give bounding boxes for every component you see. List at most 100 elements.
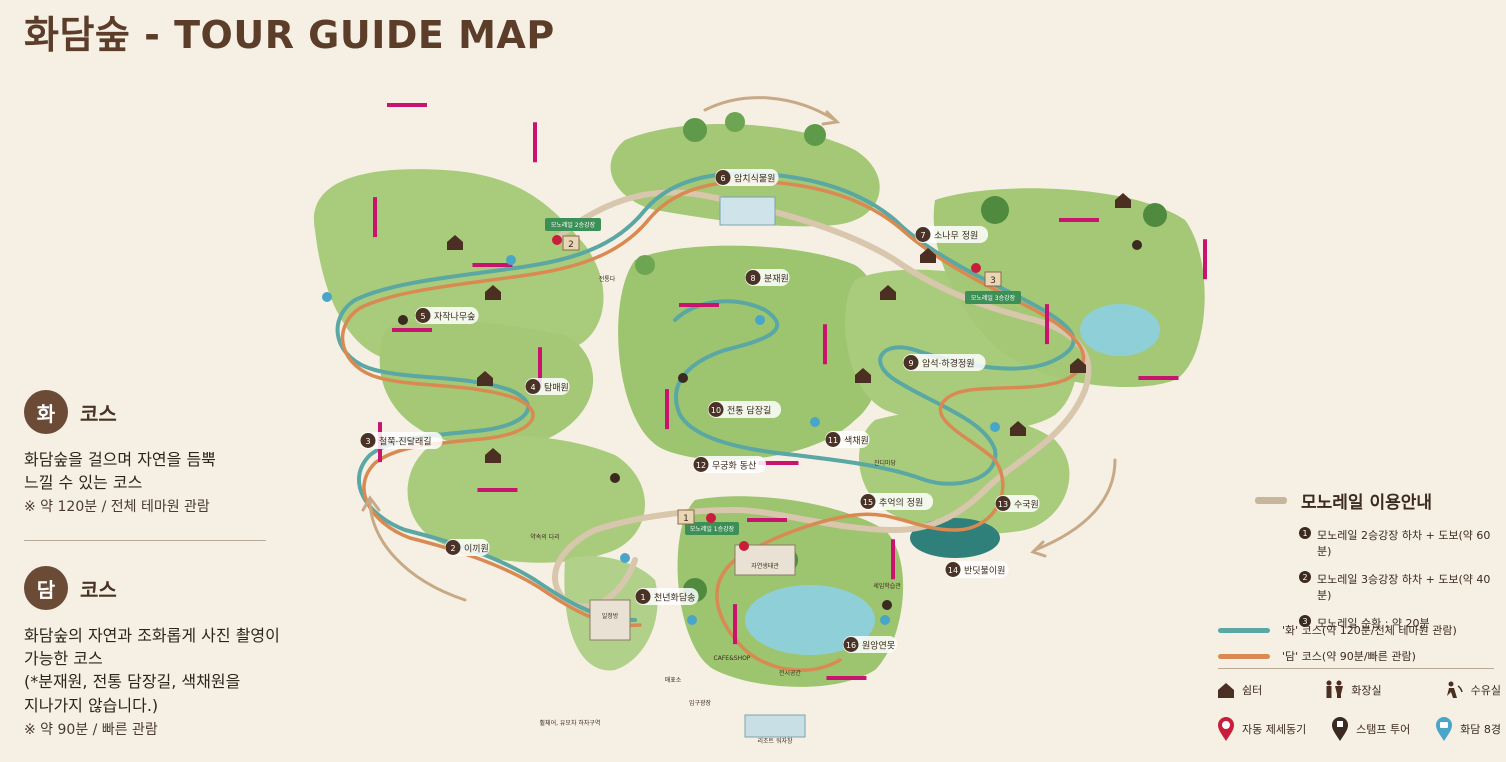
garden-label-7[interactable]: 7 소나무 정원	[915, 226, 988, 243]
garden-name: 전통 담장길	[727, 405, 771, 417]
station-2-number: 2	[568, 240, 574, 250]
garden-number-badge	[945, 562, 961, 577]
garden-number-badge	[360, 433, 376, 448]
garden-number: 13	[998, 500, 1008, 509]
garden-label-pill	[693, 456, 766, 473]
station-1-number: 1	[683, 514, 689, 524]
legend-stamp: 스탬프 투어	[1330, 716, 1410, 742]
legend-defibrillator: 자동 제세동기	[1216, 716, 1306, 742]
garden-name: 암석·하경정원	[922, 358, 975, 370]
learning-hall-label: 세입학습관	[873, 582, 901, 590]
garden-number-badge	[903, 355, 919, 370]
garden-label-pill	[635, 588, 699, 605]
facility-icon-legend: 쉼터 화장실 수유실 자동 제세동기 스탬프 투어 화담 8경	[1216, 680, 1501, 758]
garden-number-badge	[415, 308, 431, 323]
hwa-course-description: 화담숲을 걸으며 자연을 듬뿍 느낄 수 있는 코스	[24, 450, 216, 493]
garden-label-9[interactable]: 9 암석·하경정원	[903, 354, 986, 371]
garden-label-pill	[860, 493, 933, 510]
hwa-course-note: ※ 약 120분 / 전체 테마원 관람	[24, 499, 210, 516]
legend-8-view: 화담 8경	[1434, 716, 1501, 742]
garden-name: 소나무 정원	[934, 231, 978, 242]
garden-label-pill	[915, 226, 988, 243]
monorail-track	[552, 189, 1092, 610]
garden-number-badge	[693, 457, 709, 472]
shelter-icon	[1218, 683, 1234, 698]
garden-number-badge	[715, 170, 731, 185]
garden-name: 원앙연못	[862, 640, 895, 652]
dam-course-section: 담 코스 화담숲의 자연과 조화롭게 사진 촬영이 가능한 코스 (*분재원, …	[24, 566, 314, 739]
garden-label-12[interactable]: 12 무궁화 동산	[693, 456, 766, 473]
garden-name: 암치식물원	[734, 173, 775, 185]
garden-number: 2	[450, 544, 455, 553]
gallery-label: 일정방	[602, 612, 619, 620]
gate-label: 입구광장	[689, 699, 712, 707]
exhibition-label: 전시공간	[779, 669, 802, 677]
garden-number-badge	[745, 270, 761, 285]
hwa-route-swatch	[1218, 627, 1270, 633]
dam-course-description: 화담숲의 자연과 조화롭게 사진 촬영이 가능한 코스 (*분재원, 전통 담장…	[24, 626, 280, 715]
garden-name: 천년화담송	[654, 592, 695, 604]
shelter-markers	[447, 193, 1131, 463]
legend-water: 수유실	[1443, 680, 1501, 700]
garden-number: 1	[640, 593, 645, 602]
garden-label-13[interactable]: 13 수국원	[995, 495, 1040, 512]
dam-course-name: 코스	[80, 577, 117, 602]
garden-number: 4	[530, 383, 535, 392]
dam-course-note: ※ 약 90분 / 빠른 관람	[24, 721, 158, 738]
garden-label-8[interactable]: 8 분재원	[745, 269, 790, 286]
garden-label-pill	[715, 169, 779, 186]
defibrillator-icon	[1218, 717, 1234, 741]
garden-name: 무궁화 동산	[712, 461, 756, 472]
garden-label-4[interactable]: 4 탐매원	[525, 378, 570, 395]
garden-number-badge	[525, 379, 541, 394]
garden-number: 16	[846, 641, 856, 650]
garden-label-16[interactable]: 16 원앙연못	[843, 636, 897, 653]
garden-number: 15	[863, 498, 873, 507]
cafe-label: CAFE&SHOP	[714, 655, 751, 662]
ticket-office-label: 매표소	[665, 676, 682, 684]
garden-name: 추억의 정원	[879, 497, 923, 509]
dam-route-legend: '담' 코스(약 90분/빠른 관람)	[1218, 648, 1498, 664]
garden-label-1[interactable]: 1 천년화담송	[635, 588, 699, 605]
garden-name: 분재원	[764, 274, 789, 285]
garden-name: 자작나무숲	[434, 312, 475, 323]
station-3-label: 모노레일 3승강장 3	[965, 271, 1021, 304]
station-1-label: 모노레일 1승강장 1	[677, 509, 739, 535]
stamp-tour-icon	[1332, 717, 1349, 741]
garden-number-badge	[825, 432, 841, 447]
garden-number: 7	[920, 231, 925, 240]
garden-name: 색채원	[844, 436, 869, 447]
garden-number: 8	[750, 274, 755, 283]
garden-label-15[interactable]: 15 추억의 정원	[860, 493, 933, 510]
garden-name: 탐매원	[544, 382, 569, 394]
exhibit-label: 전통다	[599, 275, 616, 283]
garden-number: 12	[696, 461, 706, 470]
garden-label-5[interactable]: 5 자작나무숲	[415, 307, 479, 324]
garden-number: 5	[420, 312, 425, 321]
station-3-number: 3	[990, 276, 996, 286]
legend-shelter: 쉼터	[1216, 680, 1262, 700]
hwa-course-route	[335, 171, 1076, 622]
garden-name: 수국원	[1014, 500, 1039, 511]
greenhouse	[719, 196, 776, 226]
dam-course-badge: 담	[24, 566, 68, 610]
wheelchair-zone-label: 휠체어, 유모차 하차구역	[540, 719, 601, 727]
page-title: 화담숲 - TOUR GUIDE MAP	[24, 13, 555, 57]
route-legend: '화' 코스(약 120분/전체 테마원 관람) '담' 코스(약 90분/빠른…	[1218, 622, 1498, 674]
dam-route-swatch	[1218, 653, 1270, 659]
hwa-course-name: 코스	[80, 401, 117, 426]
courtyard-label: 잔디마당	[874, 459, 897, 467]
restroom-icon	[1326, 680, 1344, 698]
hwa-course-section: 화 코스 화담숲을 걸으며 자연을 듬뿍 느낄 수 있는 코스 ※ 약 120분…	[24, 390, 314, 516]
garden-number: 9	[908, 359, 913, 368]
poi-markers	[322, 235, 1142, 625]
